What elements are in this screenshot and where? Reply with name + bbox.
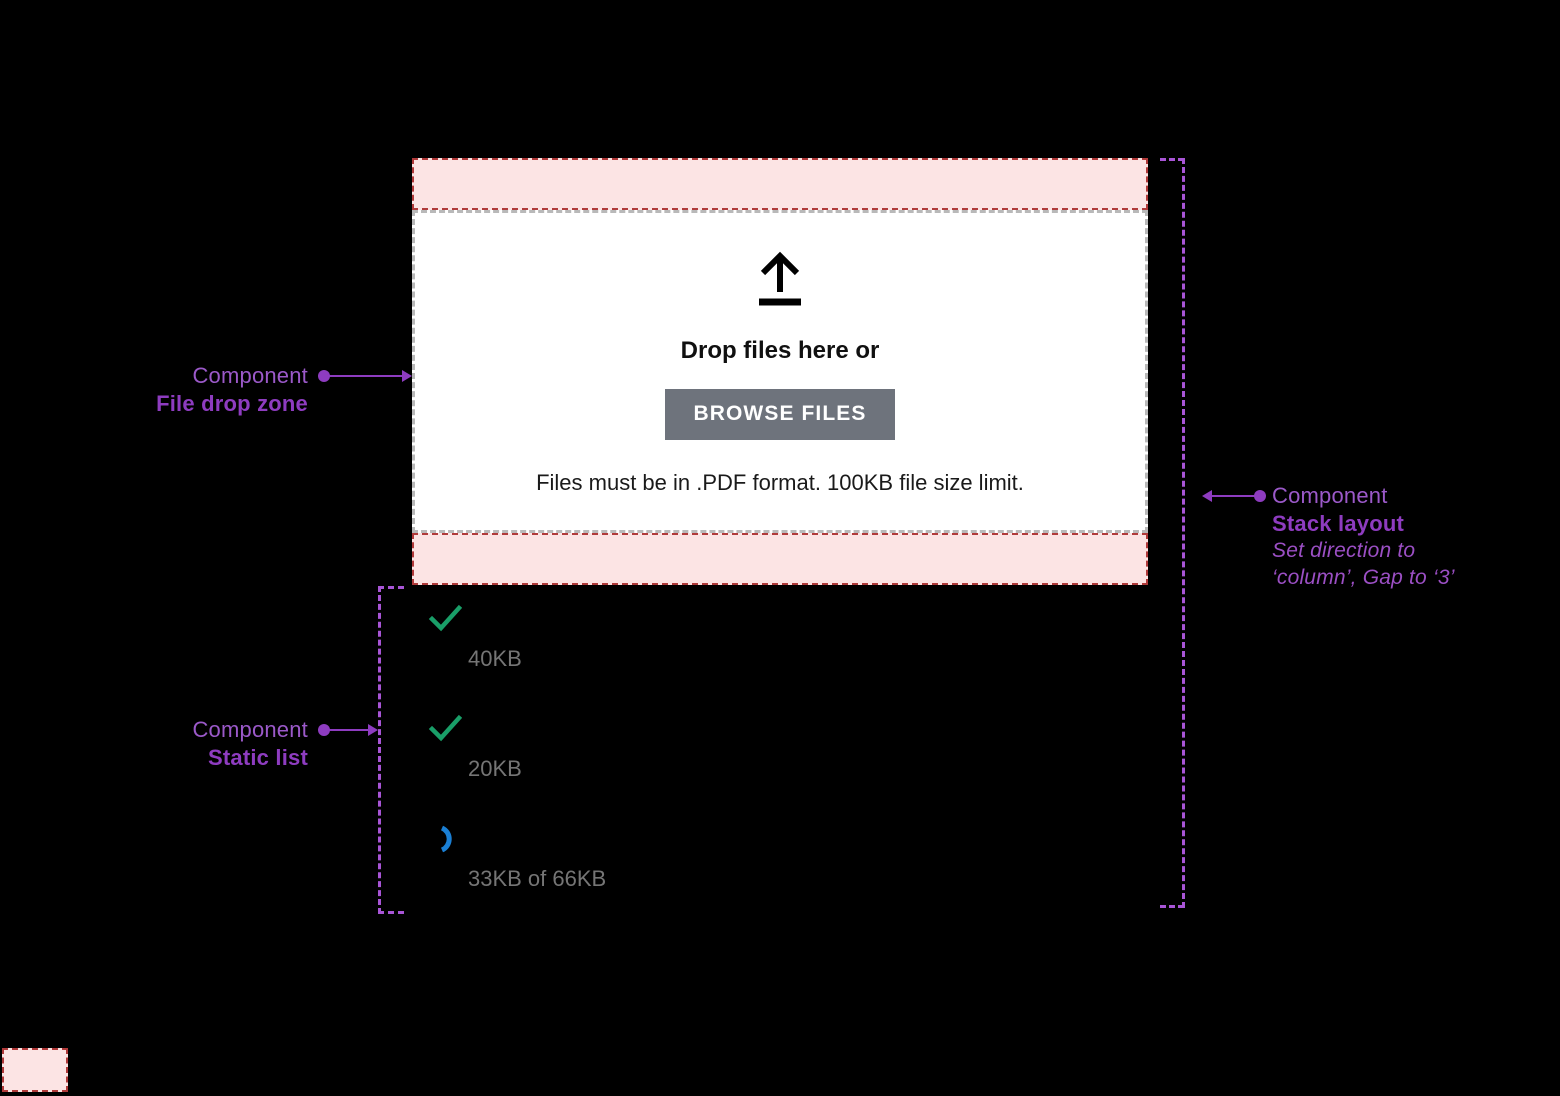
check-icon	[428, 712, 463, 746]
leader-arrowhead	[368, 724, 378, 736]
leader-line-stack-layout	[1196, 486, 1268, 506]
padding-band-top	[412, 158, 1148, 210]
list-item[interactable]: 20KB	[424, 708, 1144, 818]
annotation-file-drop-zone: Component File drop zone	[60, 362, 308, 418]
annotation-name-label: File drop zone	[156, 391, 308, 417]
annotation-note-line-2: ‘column’, Gap to ‘3’	[1272, 566, 1455, 590]
bracket-tick-top	[378, 586, 404, 589]
bracket-tick-bottom	[378, 911, 404, 914]
spinner-icon	[428, 822, 462, 856]
leader-bar	[1212, 495, 1258, 497]
leader-line-file-drop-zone	[318, 366, 414, 386]
static-list: 40KB 20KB 33KB of 66KB	[424, 598, 1144, 928]
leader-bar	[328, 729, 372, 731]
leader-bar	[328, 375, 404, 377]
annotation-kind-label: Component	[1272, 483, 1388, 508]
annotation-note-line-1: Set direction to	[1272, 539, 1416, 563]
file-size-label: 40KB	[468, 646, 522, 671]
bracket-vertical-line	[378, 586, 381, 914]
leader-dot	[318, 724, 330, 736]
upload-arrow-icon	[749, 248, 811, 315]
drop-zone-help-text: Files must be in .PDF format. 100KB file…	[536, 469, 1024, 495]
file-size-label: 20KB	[468, 756, 522, 781]
file-drop-zone[interactable]: Drop files here or BROWSE FILES Files mu…	[412, 210, 1148, 533]
annotation-kind-label: Component	[192, 363, 308, 388]
list-item[interactable]: 33KB of 66KB	[424, 818, 1144, 928]
padding-legend-swatch	[2, 1048, 68, 1092]
leader-dot	[318, 370, 330, 382]
list-item[interactable]: 40KB	[424, 598, 1144, 708]
annotation-name-label: Stack layout	[1272, 511, 1405, 537]
check-icon	[428, 602, 463, 636]
measure-bracket-static-list	[378, 586, 404, 914]
leader-dot	[1254, 490, 1266, 502]
stack-layout: Drop files here or BROWSE FILES Files mu…	[412, 158, 1148, 585]
padding-band-bottom	[412, 533, 1148, 585]
annotation-stack-layout: Component Stack layout Set direction to …	[1272, 482, 1552, 592]
drop-zone-title: Drop files here or	[680, 336, 880, 364]
browse-files-button[interactable]: BROWSE FILES	[665, 388, 895, 440]
leader-arrowhead	[402, 370, 412, 382]
bracket-tick-bottom	[1160, 905, 1184, 908]
measure-bracket-stack-layout	[1160, 158, 1185, 908]
leader-arrowhead	[1202, 490, 1212, 502]
leader-line-static-list	[318, 720, 380, 740]
annotation-static-list: Component Static list	[60, 716, 308, 772]
bracket-tick-top	[1160, 158, 1184, 161]
file-progress-label: 33KB of 66KB	[468, 866, 607, 891]
bracket-vertical-line	[1182, 158, 1185, 908]
annotation-kind-label: Component	[192, 717, 308, 742]
annotation-name-label: Static list	[207, 745, 308, 771]
